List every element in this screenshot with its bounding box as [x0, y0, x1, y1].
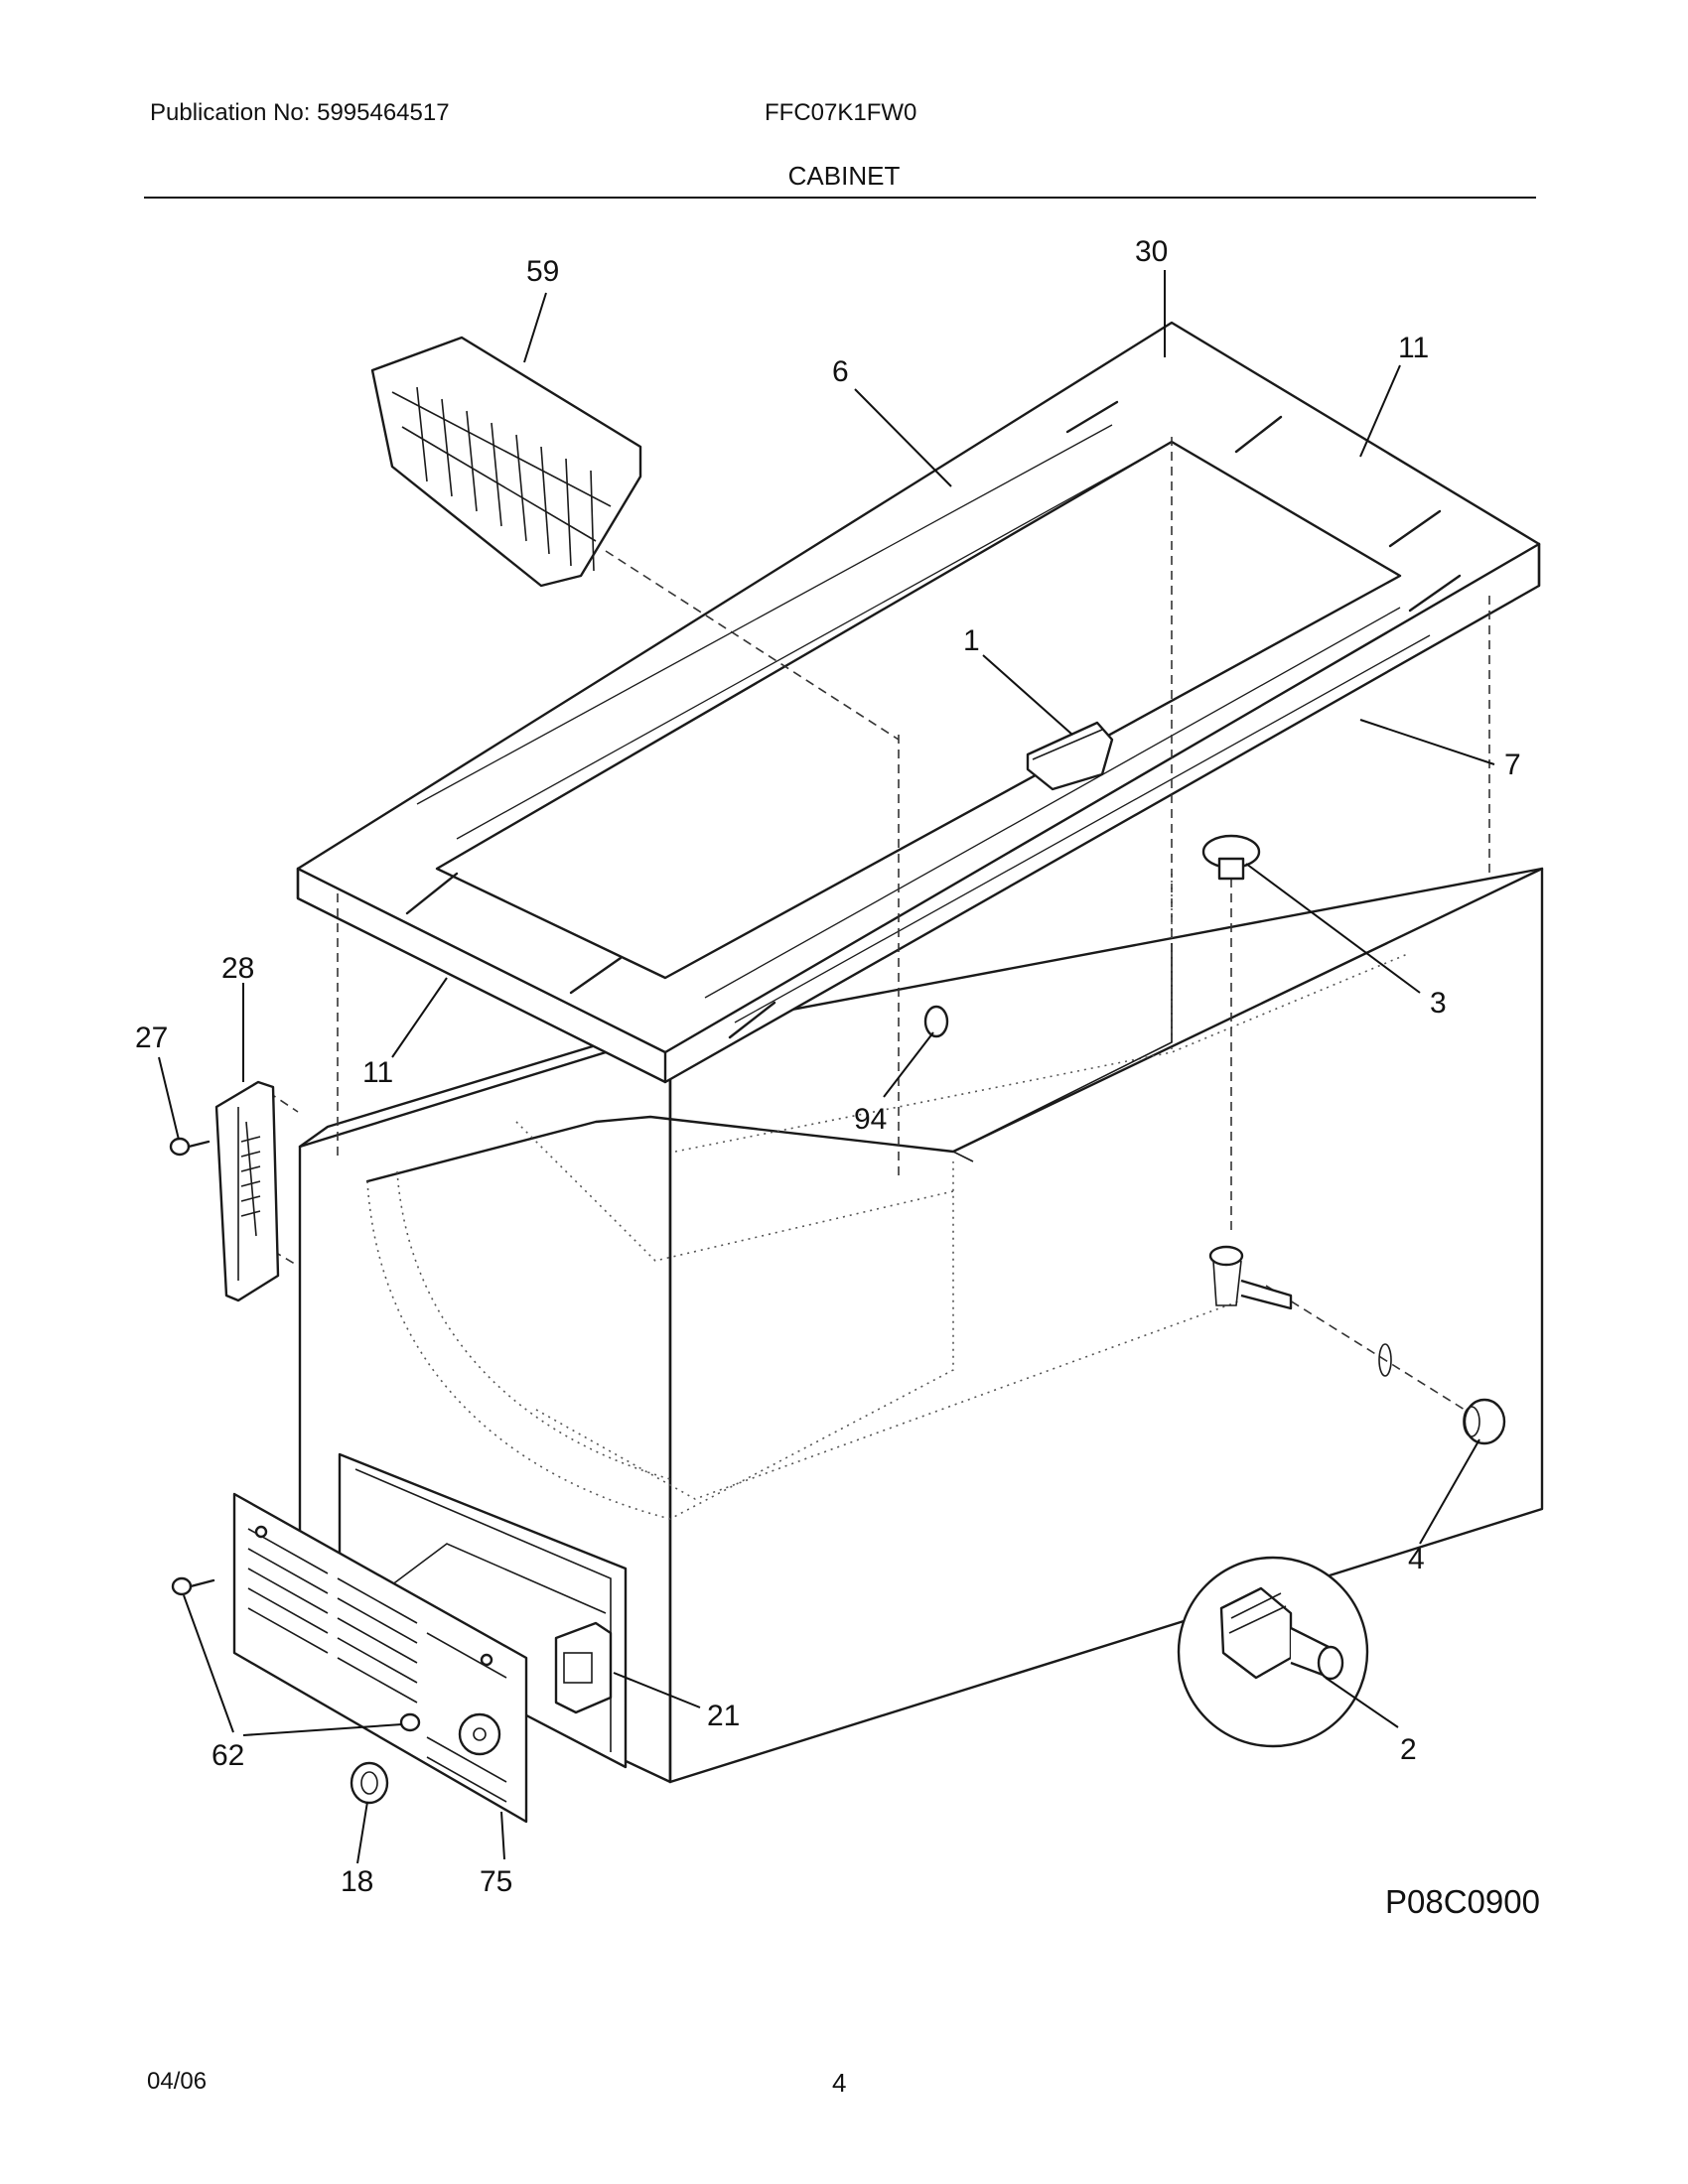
callout-11-left: 11 — [362, 1056, 393, 1089]
model-number: FFC07K1FW0 — [765, 99, 917, 126]
plug-hole — [923, 1005, 949, 1038]
page-number: 4 — [832, 2068, 847, 2098]
hinge-screw — [169, 1137, 211, 1157]
lid-hinge — [214, 1080, 280, 1302]
callout-28: 28 — [221, 952, 254, 985]
temperature-control — [554, 1621, 613, 1714]
callout-7: 7 — [1504, 749, 1521, 781]
footer-date: 04/06 — [147, 2068, 208, 2095]
callout-1: 1 — [963, 624, 980, 657]
compressor-grille — [232, 1492, 528, 1824]
callout-21: 21 — [707, 1700, 740, 1732]
callout-62: 62 — [211, 1739, 244, 1772]
cabinet-body — [298, 867, 1544, 1784]
callout-2: 2 — [1400, 1733, 1417, 1766]
callout-labels: 59 30 6 11 1 7 3 28 27 11 94 4 21 2 62 1… — [135, 235, 1521, 1898]
drain-plug-side — [1463, 1398, 1506, 1445]
callout-3: 3 — [1430, 987, 1447, 1020]
callout-11-top: 11 — [1398, 332, 1429, 364]
callout-94: 94 — [854, 1103, 887, 1136]
callout-30: 30 — [1135, 235, 1168, 268]
lid-switch-part — [1026, 721, 1114, 791]
callout-27: 27 — [135, 1022, 168, 1054]
grille-screws — [171, 1576, 421, 1732]
callout-59: 59 — [526, 255, 559, 288]
header-rule — [144, 197, 1536, 199]
publication-number: Publication No: 5995464517 — [150, 99, 450, 126]
storage-basket — [370, 336, 642, 588]
gasket-frame — [296, 321, 1541, 1084]
control-knob — [350, 1761, 389, 1805]
callout-4: 4 — [1408, 1543, 1425, 1575]
callout-18: 18 — [341, 1865, 373, 1898]
section-title: CABINET — [787, 161, 901, 191]
callout-6: 6 — [832, 355, 849, 388]
drain-fitting-detail — [1177, 1556, 1369, 1748]
figure-code: P08C0900 — [1385, 1883, 1540, 1920]
drain-plug-top — [1201, 834, 1261, 881]
drain-tube — [1208, 1245, 1293, 1310]
leader-lines — [158, 270, 1495, 1864]
callout-75: 75 — [480, 1865, 512, 1898]
drain-hole — [1378, 1343, 1392, 1377]
